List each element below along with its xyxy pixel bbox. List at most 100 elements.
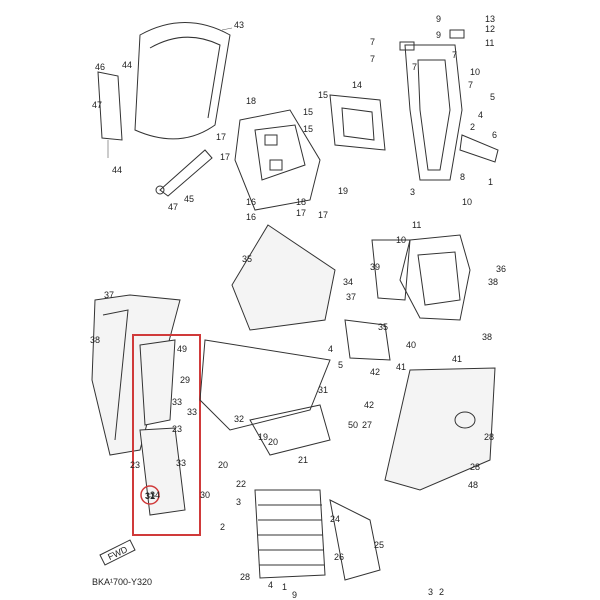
callout-37: 37: [346, 292, 356, 302]
callout-7: 7: [370, 37, 375, 47]
callout-21: 21: [298, 455, 308, 465]
small-bracket: [344, 319, 391, 361]
callout-2: 2: [439, 587, 444, 597]
callout-39: 39: [370, 262, 380, 272]
callout-33: 33: [172, 397, 182, 407]
callout-1: 1: [282, 582, 287, 592]
callout-4: 4: [268, 580, 273, 590]
highlight-box: [132, 334, 201, 536]
callout-20: 20: [218, 460, 228, 470]
front-stay: [399, 29, 499, 181]
callout-34: 34: [343, 277, 353, 287]
callout-11: 11: [412, 220, 421, 230]
callout-36: 36: [496, 264, 506, 274]
fwd-arrow-icon: FWD: [99, 539, 136, 566]
right-side-cowl: [384, 367, 496, 491]
callout-27: 27: [362, 420, 372, 430]
callout-20: 20: [268, 437, 278, 447]
callout-19: 19: [258, 432, 268, 442]
callout-9: 9: [436, 30, 441, 40]
headlight-cowl: [371, 234, 471, 321]
callout-10: 10: [462, 197, 472, 207]
diagram-part-code: BKA¹700-Y320: [92, 577, 152, 587]
center-panel: [199, 339, 331, 456]
callout-10: 10: [470, 67, 480, 77]
callout-25: 25: [374, 540, 384, 550]
callout-44: 44: [122, 60, 132, 70]
highlight-circle: [140, 485, 160, 505]
callout-48: 48: [468, 480, 478, 490]
screen-panel: [231, 224, 336, 331]
callout-35: 35: [242, 254, 252, 264]
callout-7: 7: [412, 62, 417, 72]
callout-12: 12: [485, 24, 495, 34]
callout-28: 28: [484, 432, 494, 442]
callout-17: 17: [318, 210, 328, 220]
upper-bracket: [234, 109, 321, 211]
callout-32: 32: [234, 414, 244, 424]
callout-11: 11: [485, 38, 494, 48]
inner-panel-group: [139, 339, 186, 516]
callout-31: 31: [318, 385, 328, 395]
callout-16: 16: [246, 212, 256, 222]
callout-5: 5: [338, 360, 343, 370]
callout-49: 49: [177, 344, 187, 354]
callout-35: 35: [378, 322, 388, 332]
callout-17: 17: [216, 132, 226, 142]
callout-42: 42: [370, 367, 380, 377]
callout-34: 34: [150, 490, 160, 500]
callout-6: 6: [492, 130, 497, 140]
callout-19: 19: [338, 186, 348, 196]
callout-18: 18: [246, 96, 256, 106]
callout-46: 46: [95, 62, 105, 72]
callout-23: 23: [172, 424, 182, 434]
callout-15: 15: [318, 90, 328, 100]
windshield-stay: [155, 149, 213, 197]
windshield-side-plate: [97, 71, 123, 158]
callout-45: 45: [184, 194, 194, 204]
callout-28: 28: [470, 462, 480, 472]
callout-38: 38: [482, 332, 492, 342]
callout-17: 17: [220, 152, 230, 162]
callout-7: 7: [452, 50, 457, 60]
callout-26: 26: [334, 552, 344, 562]
callout-5: 5: [490, 92, 495, 102]
callout-4: 4: [328, 344, 333, 354]
callout-50: 50: [348, 420, 358, 430]
callout-42: 42: [364, 400, 374, 410]
callout-9: 9: [436, 14, 441, 24]
callout-47: 47: [92, 100, 102, 110]
callout-41: 41: [396, 362, 406, 372]
callout-16: 16: [246, 197, 256, 207]
meter-bracket: [329, 94, 386, 151]
callout-17: 17: [296, 208, 306, 218]
callout-8: 8: [460, 172, 465, 182]
callout-23: 23: [130, 460, 140, 470]
callout-15: 15: [303, 107, 313, 117]
callout-29: 29: [180, 375, 190, 385]
callout-37: 37: [104, 290, 114, 300]
callout-3: 3: [236, 497, 241, 507]
callout-2: 2: [220, 522, 225, 532]
callout-24: 24: [330, 514, 340, 524]
radiator-grill: [254, 489, 381, 581]
callout-28: 28: [240, 572, 250, 582]
callout-33: 33: [187, 407, 197, 417]
callout-43: 43: [234, 20, 244, 30]
windshield-part: [134, 22, 233, 140]
callout-44: 44: [112, 165, 122, 175]
callout-10: 10: [396, 235, 406, 245]
callout-13: 13: [485, 14, 495, 24]
callout-2: 2: [470, 122, 475, 132]
callout-7: 7: [370, 54, 375, 64]
callout-14: 14: [352, 80, 362, 90]
callout-7: 7: [468, 80, 473, 90]
callout-3: 3: [410, 187, 415, 197]
callout-3: 3: [428, 587, 433, 597]
callout-18: 18: [296, 197, 306, 207]
callout-4: 4: [478, 110, 483, 120]
callout-22: 22: [236, 479, 246, 489]
callout-15: 15: [303, 124, 313, 134]
callout-47: 47: [168, 202, 178, 212]
